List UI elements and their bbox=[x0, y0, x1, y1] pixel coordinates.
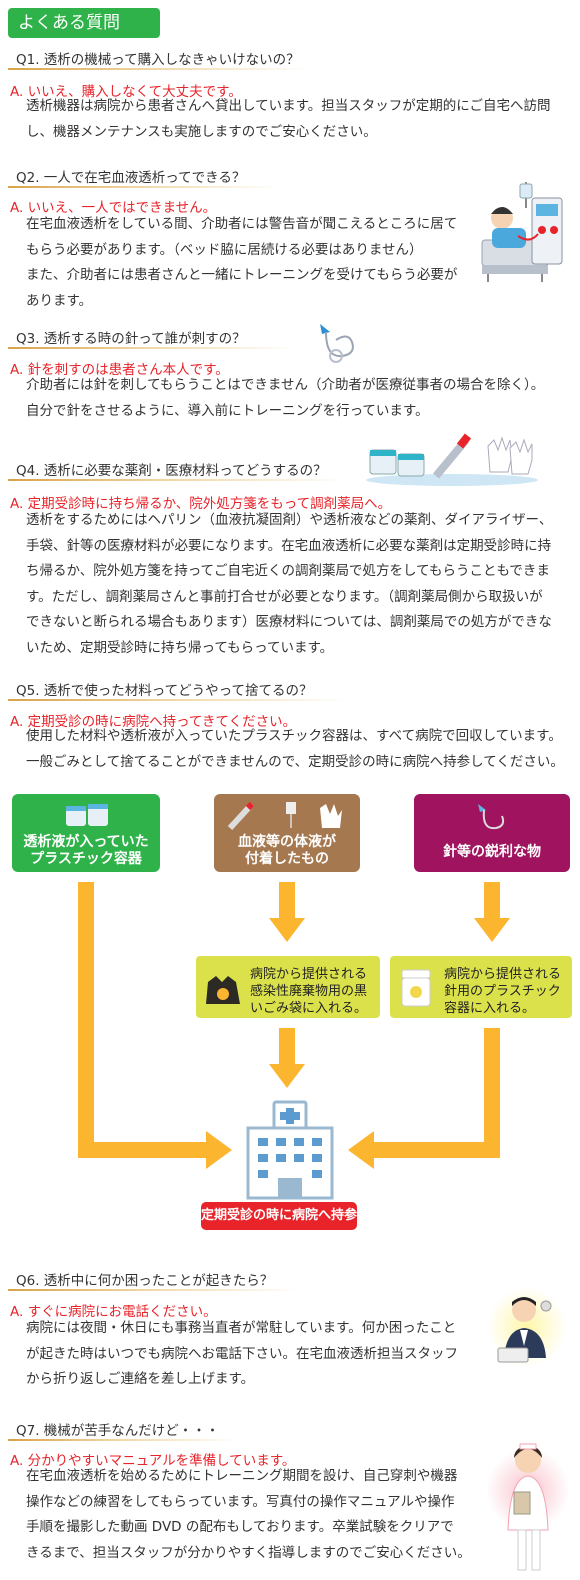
question-underline bbox=[8, 186, 278, 188]
body-line: 自分で針をさせるように、導入前にトレーニングを行っています。 bbox=[26, 402, 429, 419]
body-line: 在宅血液透析をしている間、介助者には警告音が聞こえるところに居て bbox=[26, 216, 458, 232]
body-line: 手順を撮影した動画 DVD の配布もしております。卒業試験をクリアで bbox=[26, 1519, 454, 1535]
hospital-building-icon bbox=[246, 1100, 334, 1200]
answer-6-body: 病院には夜間・休日にも事務当直者が常駐しています。何か困ったこと が起きた時はい… bbox=[26, 1316, 458, 1393]
step-sharps-container: 病院から提供される針用のプラスチック容器に入れる。 bbox=[390, 956, 572, 1018]
question-6: Q6. 透析中に何か困ったことが起きたら？ bbox=[16, 1273, 274, 1289]
medical-supplies-illustration bbox=[366, 433, 538, 486]
body-line: 病院には夜間・休日にも事務当直者が常駐しています。何か困ったこと bbox=[26, 1320, 457, 1336]
flow-arrow-head bbox=[474, 918, 510, 942]
body-line: す。ただし、調剤薬局さんと事前打合せが必要となります。（調剤薬局側から取扱いが bbox=[26, 588, 543, 605]
answer-7-body: 在宅血液透析を始めるためにトレーニング期間を設け、自己穿刺や機器 操作などの練習… bbox=[26, 1464, 471, 1566]
body-line: きるまで、担当スタッフが分かりやすく指導しますのでご安心ください。 bbox=[26, 1544, 471, 1561]
body-line: いため、定期受診時に持ち帰ってもらっています。 bbox=[26, 639, 334, 656]
body-line: から折り返しご連絡を差し上げます。 bbox=[26, 1371, 255, 1387]
box-blood-contaminated: 血液等の体液が 付着したもの bbox=[214, 794, 360, 872]
answer-2: A. いいえ、一人ではできません。 bbox=[10, 200, 217, 216]
body-line: 使用した材料や透析液が入っていたプラスチック容器は、すべて病院で回収しています。 bbox=[26, 728, 562, 744]
question-5: Q5. 透析で使った材料ってどうやって捨てるの？ bbox=[16, 683, 313, 699]
flow-arrow-shaft bbox=[279, 882, 295, 918]
body-line: ち帰るか、院外処方箋を持ってご自宅近くの調剤薬局で処方をしてもらうこともできま bbox=[26, 563, 550, 579]
box-sharps: 針等の鋭利な物 bbox=[414, 794, 570, 872]
step-text: 病院から提供される感染性廃棄物用の黒いごみ袋に入れる。 bbox=[250, 967, 368, 1016]
destination-label: 定期受診の時に病院へ持参 bbox=[201, 1202, 357, 1230]
box-label-line: 付着したもの bbox=[245, 851, 329, 867]
body-line: 一般ごみとして捨てることができませんので、定期受診の時に病院へ持参してください。 bbox=[26, 753, 564, 770]
answer-7: A. 分かりやすいマニュアルを準備しています。 bbox=[10, 1453, 296, 1469]
box-label-line: 透析液が入っていた bbox=[23, 834, 149, 850]
body-line: 手袋、針等の医療材料が必要になります。在宅血液透析に必要な薬剤は定期受診時に持 bbox=[26, 537, 552, 554]
body-line: 操作などの練習をしてもらっています。写真付の操作マニュアルや操作 bbox=[26, 1493, 455, 1510]
dialyzer-icon bbox=[227, 801, 342, 831]
sharps-container-icon bbox=[401, 969, 431, 1007]
answer-4: A. 定期受診時に持ち帰るか、院外処方箋をもって調剤薬局へ。 bbox=[10, 496, 392, 512]
question-underline bbox=[8, 699, 348, 701]
step-infectious-waste-bag: 病院から提供される感染性廃棄物用の黒いごみ袋に入れる。 bbox=[196, 956, 380, 1018]
answer-6: A. すぐに病院にお電話ください。 bbox=[10, 1304, 217, 1320]
answer-4-body: 透析をするためにはヘパリン（血液抗凝固剤）や透析液などの薬剤、ダイアライザー、 … bbox=[26, 508, 552, 661]
faq-header: よくある質問 bbox=[8, 8, 160, 38]
answer-5-body: 使用した材料や透析液が入っていたプラスチック容器は、すべて病院で回収しています。… bbox=[26, 724, 564, 775]
body-line: 在宅血液透析を始めるためにトレーニング期間を設け、自己穿刺や機器 bbox=[26, 1468, 458, 1484]
answer-3-body: 介助者には針を刺してもらうことはできません（介助者が医療従事者の場合を除く）。 … bbox=[26, 373, 544, 424]
box-label-line: 血液等の体液が bbox=[238, 834, 336, 850]
body-line: 介助者には針を刺してもらうことはできません（介助者が医療従事者の場合を除く）。 bbox=[26, 377, 545, 393]
black-garbage-bag-icon bbox=[206, 976, 240, 1004]
step-text: 病院から提供される針用のプラスチック容器に入れる。 bbox=[444, 967, 562, 1016]
flow-arrow-shaft bbox=[374, 1142, 500, 1158]
question-4: Q4. 透析に必要な薬剤・医療材料ってどうするの？ bbox=[16, 463, 327, 479]
question-underline bbox=[8, 347, 293, 349]
answer-3: A. 針を刺すのは患者さん本人です。 bbox=[10, 362, 229, 378]
flow-arrow-shaft bbox=[279, 1028, 295, 1064]
answer-2-body: 在宅血液透析をしている間、介助者には警告音が聞こえるところに居て もらう必要があ… bbox=[26, 212, 457, 314]
flow-arrow-head bbox=[269, 1064, 305, 1088]
dialysis-patient-illustration bbox=[481, 182, 563, 282]
question-7: Q7. 機械が苦手なんだけど・・・ bbox=[16, 1423, 220, 1439]
question-underline bbox=[8, 1289, 298, 1291]
body-line: 透析をするためにはヘパリン（血液抗凝固剤）や透析液などの薬剤、ダイアライザー、 bbox=[26, 512, 553, 528]
box-label-line: プラスチック容器 bbox=[30, 851, 142, 867]
question-1: Q1. 透析の機械って購入しなきゃいけないの？ bbox=[16, 52, 300, 68]
flow-arrow-shaft bbox=[78, 1142, 208, 1158]
body-line: できないと断られる場合もあります）医療材料については、調剤薬局での処方ができな bbox=[26, 614, 552, 630]
flow-arrow-shaft bbox=[78, 882, 94, 1156]
nurse-illustration bbox=[486, 1443, 570, 1571]
answer-1-body: 透析機器は病院から患者さんへ貸出しています。担当スタッフが定期的にご自宅へ訪問 … bbox=[26, 94, 550, 145]
phone-operator-illustration bbox=[487, 1287, 567, 1367]
answer-1: A. いいえ、購入しなくて大丈夫です。 bbox=[10, 84, 242, 100]
faq-title: よくある質問 bbox=[18, 13, 120, 33]
answer-5: A. 定期受診の時に病院へ持ってきてください。 bbox=[10, 714, 297, 730]
container-icon bbox=[66, 804, 108, 826]
question-2: Q2. 一人で在宅血液透析ってできる？ bbox=[16, 170, 246, 186]
question-underline bbox=[8, 479, 348, 481]
question-3: Q3. 透析する時の針って誰が刺すの？ bbox=[16, 331, 246, 347]
flow-arrow-shaft bbox=[484, 882, 500, 918]
body-line: あります。 bbox=[26, 292, 93, 309]
flow-arrow-head bbox=[269, 918, 305, 942]
box-label-line: 針等の鋭利な物 bbox=[443, 844, 541, 860]
needle-icon bbox=[478, 804, 505, 830]
flow-arrow-head bbox=[206, 1131, 232, 1169]
needle-tube-icon bbox=[320, 324, 354, 363]
body-line: また、介助者には患者さんと一緒にトレーニングを受けてもらう必要が bbox=[26, 267, 458, 283]
body-line: し、機器メンテナンスも実施しますのでご安心ください。 bbox=[26, 123, 377, 140]
body-line: もらう必要があります。（ベッド脇に居続ける必要はありません） bbox=[26, 241, 423, 258]
question-underline bbox=[8, 1439, 238, 1441]
body-line: が起きた時はいつでも病院へお電話下さい。在宅血液透析担当スタッフ bbox=[26, 1345, 458, 1362]
body-line: 透析機器は病院から患者さんへ貸出しています。担当スタッフが定期的にご自宅へ訪問 bbox=[26, 98, 551, 114]
flow-arrow-head bbox=[348, 1131, 374, 1169]
flow-arrow-shaft bbox=[484, 1028, 500, 1156]
box-dialysate-containers: 透析液が入っていた プラスチック容器 bbox=[12, 794, 160, 872]
question-underline bbox=[8, 68, 308, 70]
